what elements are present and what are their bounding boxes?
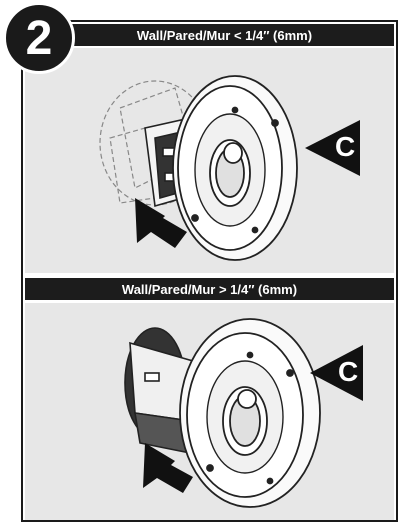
- thick-wall-illustration: [124, 318, 363, 508]
- instruction-frame: Wall/Pared/Mur < 1/4″ (6mm): [21, 20, 398, 522]
- callout-label: C: [338, 356, 359, 387]
- panel-thick-wall: C: [25, 303, 394, 520]
- trim-ring: [172, 75, 298, 261]
- callout-pointer: [310, 345, 363, 401]
- step-number-badge: 2: [3, 2, 75, 74]
- panel-title-thick-wall: Wall/Pared/Mur > 1/4″ (6mm): [25, 278, 394, 300]
- panel-thin-wall: C: [25, 48, 394, 273]
- thin-wall-illustration: [99, 75, 360, 261]
- trim-ring: [179, 318, 321, 508]
- direction-arrow: [143, 443, 193, 493]
- panel-title-thin-wall: Wall/Pared/Mur < 1/4″ (6mm): [25, 24, 394, 46]
- callout-pointer: [305, 120, 360, 176]
- direction-arrow: [135, 198, 187, 248]
- callout-label: C: [335, 131, 356, 162]
